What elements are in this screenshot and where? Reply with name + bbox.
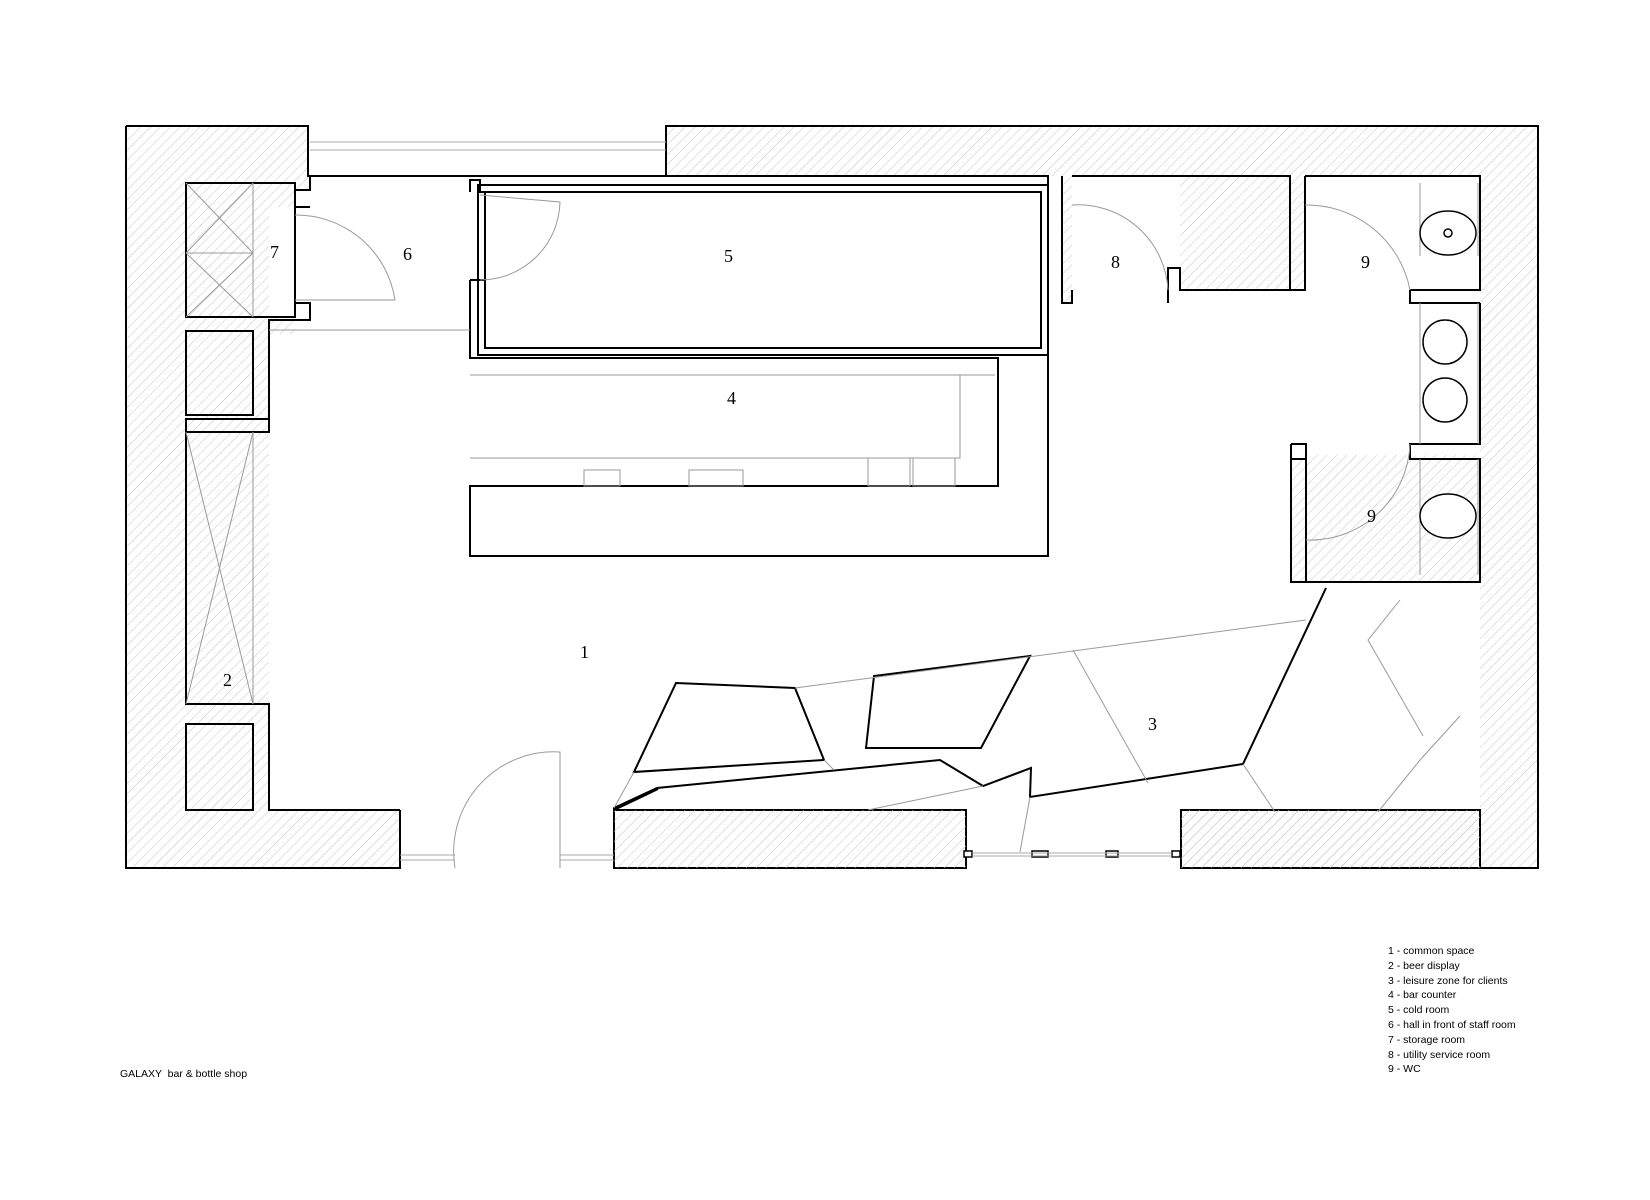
legend-item: 9 - WC [1388, 1063, 1421, 1076]
room-legend: 1 - common space 2 - beer display 3 - le… [1388, 944, 1516, 1077]
leisure-floor-lines [613, 599, 1461, 853]
room-label-wc-lower: 9 [1367, 506, 1376, 526]
drawing-caption: GALAXY bar & bottle shop [120, 1068, 248, 1080]
sanitary-fixtures [1419, 210, 1477, 539]
legend-item: 3 - leisure zone for clients [1388, 974, 1508, 987]
legend-item: 7 - storage room [1388, 1033, 1466, 1046]
front-wall-hatch-right [1181, 810, 1480, 868]
room-label-leisure-zone: 3 [1148, 714, 1157, 734]
storefront-glass-lines [310, 141, 1172, 861]
legend-item: 5 - cold room [1388, 1004, 1450, 1017]
room-label-common-space: 1 [580, 642, 589, 662]
room-label-utility: 8 [1111, 252, 1120, 272]
door-swings [294, 194, 1411, 869]
legend-item: 1 - common space [1388, 945, 1475, 957]
room-label-hall: 6 [403, 244, 412, 264]
fixture-lines [185, 182, 1479, 705]
legend-item: 8 - utility service room [1388, 1048, 1491, 1061]
room-label-wc-upper: 9 [1361, 252, 1370, 272]
front-wall-hatch-left [614, 810, 966, 868]
exterior-wall-hatch [126, 126, 1538, 868]
storefront-glazing [963, 850, 1181, 858]
room-label-beer-display: 2 [223, 670, 232, 690]
legend-item: 4 - bar counter [1388, 989, 1457, 1002]
room-label-bar-counter: 4 [727, 388, 736, 408]
room-labels: 1 2 3 4 5 6 7 8 9 9 [223, 242, 1376, 734]
legend-item: 6 - hall in front of staff room [1388, 1018, 1516, 1031]
legend-item: 2 - beer display [1388, 959, 1460, 972]
room-label-storage: 7 [270, 242, 279, 262]
room-label-cold-room: 5 [724, 246, 733, 266]
leisure-seating [613, 587, 1327, 811]
